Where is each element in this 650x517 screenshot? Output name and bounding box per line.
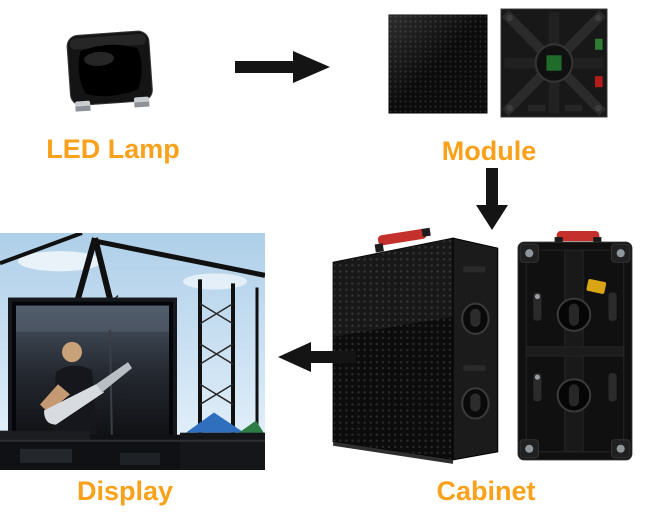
- led-cabinet-graphic: [332, 227, 633, 464]
- display-photo: [0, 233, 265, 470]
- arrow-down-icon: [474, 168, 510, 232]
- cabinet-back-view: [517, 231, 633, 461]
- cabinet-label: Cabinet: [436, 476, 536, 506]
- led-module-back-graphic: [500, 8, 608, 118]
- arrow-right-icon: [235, 48, 330, 86]
- display-label: Display: [76, 476, 174, 506]
- cabinet-image: [325, 226, 640, 478]
- module-label: Module: [441, 136, 537, 166]
- module-front-image: [388, 14, 488, 114]
- led-lamp-label: LED Lamp: [46, 134, 180, 164]
- stage-led-display-graphic: [0, 233, 265, 470]
- led-module-front-graphic: [388, 14, 488, 114]
- cabinet-front-view: [332, 227, 499, 464]
- arrow-left-icon: [278, 340, 356, 374]
- smd-led-lamp-graphic: [66, 30, 153, 112]
- led-lamp-image: [52, 22, 172, 122]
- module-back-image: [500, 8, 608, 118]
